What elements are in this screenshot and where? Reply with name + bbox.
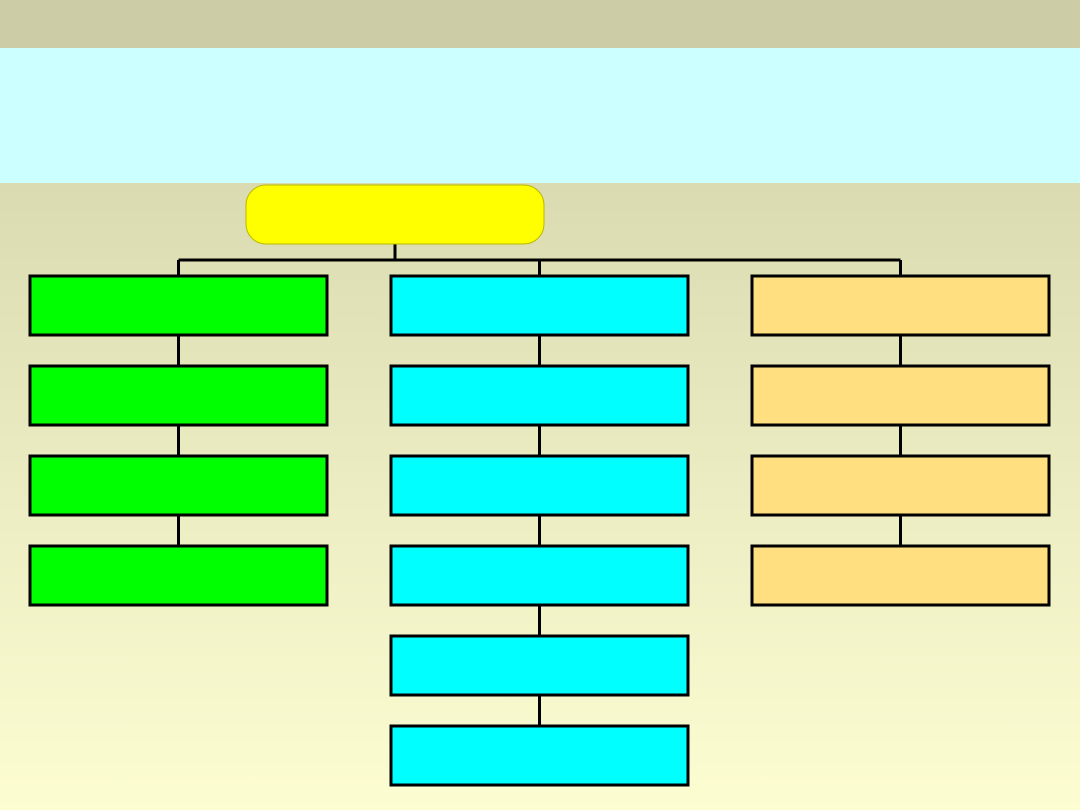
branch-1-node-2: [28, 364, 329, 427]
branch-2-node-4: [389, 544, 690, 607]
branch-3-node-4: [750, 544, 1051, 607]
branch-3-node-2: [750, 364, 1051, 427]
branch-1-node-1: [28, 274, 329, 337]
branch-2-node-5: [389, 634, 690, 697]
branch-2-node-3: [389, 454, 690, 517]
top-strip: [0, 0, 1080, 48]
branch-3-node-3: [750, 454, 1051, 517]
branch-2-node-6: [389, 724, 690, 787]
root-node: [245, 184, 545, 245]
branch-1-node-3: [28, 454, 329, 517]
branch-2-node-2: [389, 364, 690, 427]
branch-3-node-1: [750, 274, 1051, 337]
title-band: [0, 48, 1080, 183]
branch-1-node-4: [28, 544, 329, 607]
branch-2-node-1: [389, 274, 690, 337]
nodes: [28, 184, 1051, 787]
